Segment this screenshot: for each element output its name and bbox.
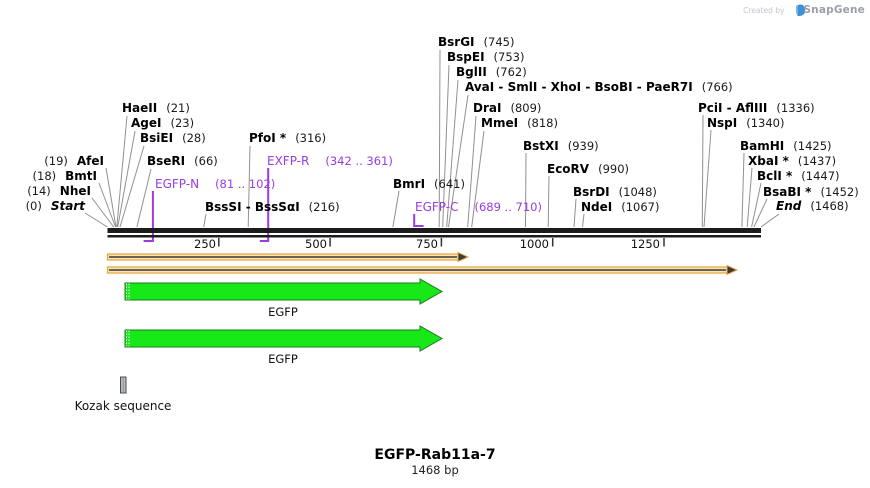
primer-marks[interactable] (143, 168, 424, 242)
site-label-nhei[interactable]: (14)NheI (27, 184, 91, 198)
site-label-end[interactable]: End(1468) (776, 199, 849, 213)
credit-created-by: Created by (743, 5, 785, 15)
feature-egfp-arrow-2[interactable] (124, 325, 444, 352)
site-label-pcii-afliii[interactable]: PciI - AflIII(1336) (698, 101, 815, 115)
orf-arrow-2[interactable] (106, 264, 739, 276)
site-label-mmei[interactable]: MmeI(818) (481, 116, 558, 130)
primer-label-egfp-c[interactable]: EGFP-C(689 .. 710) (415, 200, 542, 214)
site-label-agei[interactable]: AgeI(23) (131, 116, 195, 130)
site-label-bsrgi[interactable]: BsrGI(745) (438, 35, 515, 49)
site-label-pfoi[interactable]: PfoI *(316) (249, 131, 327, 145)
site-label-xbai[interactable]: XbaI *(1437) (748, 154, 837, 168)
site-label-bsiei[interactable]: BsiEI(28) (140, 131, 206, 145)
primer-label-egfp-n[interactable]: EGFP-N(81 .. 102) (155, 177, 276, 191)
ruler-tick-1000: 1000 (519, 237, 549, 251)
primer-egfp-c-mark (413, 214, 424, 227)
ruler-tick-500: 500 (305, 237, 327, 251)
primer-egfp-n-mark (143, 191, 154, 242)
site-label-bmri[interactable]: BmrI(641) (393, 177, 465, 191)
site-label-bamhi[interactable]: BamHI(1425) (740, 139, 832, 153)
primer-label-exfp-r[interactable]: EXFP-R(342 .. 361) (267, 154, 393, 168)
site-label-afei[interactable]: (19)AfeI (44, 154, 104, 168)
feature-kozak-box[interactable] (120, 376, 127, 394)
feature-egfp-arrow-1[interactable] (124, 278, 444, 305)
site-label-bsabi[interactable]: BsaBI *(1452) (763, 185, 859, 199)
ruler-bar[interactable] (107, 228, 762, 238)
credit: Created by SnapGene (743, 4, 865, 16)
site-label-bsssi[interactable]: BssSI - BssSαI(216) (205, 200, 340, 214)
map-title: EGFP-Rab11a-7 (374, 447, 496, 463)
site-label-nspi[interactable]: NspI(1340) (707, 116, 785, 130)
map-title-block: EGFP-Rab11a-7 1468 bp (0, 447, 870, 477)
site-label-ecorv[interactable]: EcoRV(990) (547, 162, 630, 176)
site-label-bspei[interactable]: BspEI(753) (447, 50, 525, 64)
site-label-bstxi[interactable]: BstXI(939) (523, 139, 599, 153)
leader-lines (84, 49, 780, 228)
site-label-drai[interactable]: DraI(809) (473, 101, 542, 115)
site-label-start[interactable]: (0)Start (25, 199, 85, 213)
snapgene-logo-icon (796, 4, 806, 17)
site-label-bcli[interactable]: BclI *(1447) (757, 169, 840, 183)
feature-label-kozak: Kozak sequence (74, 399, 172, 413)
site-label-bmti[interactable]: (18)BmtI (32, 169, 97, 183)
ruler-tick-250: 250 (194, 237, 216, 251)
orf-arrow-1[interactable] (106, 251, 470, 263)
site-label-bglii[interactable]: BglII(762) (456, 65, 527, 79)
map-length: 1468 bp (411, 463, 459, 477)
ruler-tick-750: 750 (416, 237, 438, 251)
site-label-avai-group[interactable]: AvaI - SmlI - XhoI - BsoBI - PaeR7I(766) (465, 80, 733, 94)
site-label-bseri[interactable]: BseRI(66) (147, 154, 218, 168)
site-label-ndei[interactable]: NdeI(1067) (581, 200, 660, 214)
feature-label-egfp-2: EGFP (268, 352, 298, 366)
site-label-bsrdi[interactable]: BsrDI(1048) (573, 185, 657, 199)
primer-exfp-r-mark (259, 168, 270, 242)
ruler-tick-1250: 1250 (630, 237, 660, 251)
credit-brand: SnapGene (803, 4, 865, 16)
feature-label-egfp-1: EGFP (268, 305, 298, 319)
site-label-haeii[interactable]: HaeII(21) (122, 101, 190, 115)
ruler-ticks (218, 238, 665, 247)
